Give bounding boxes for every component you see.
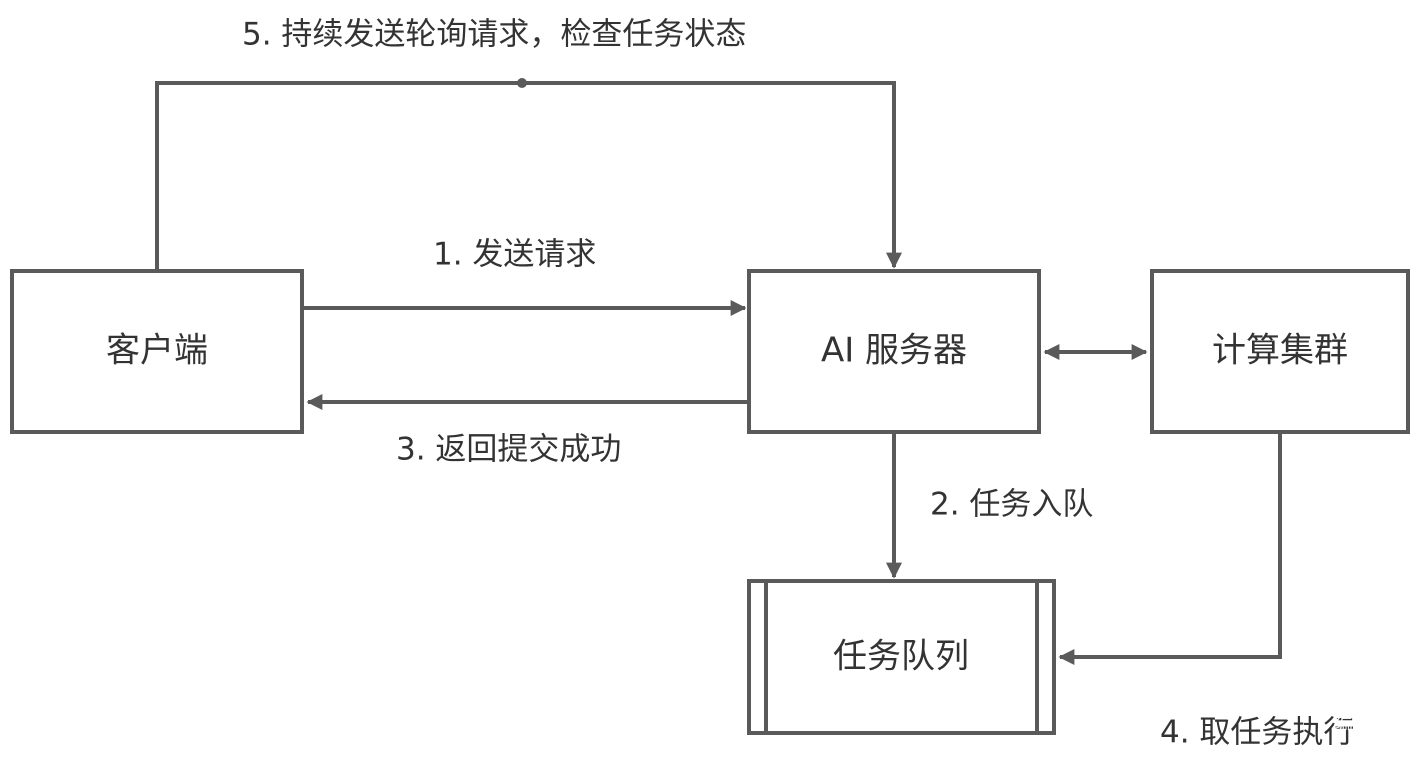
task-queue-node: 任务队列: [747, 579, 1056, 735]
send-request-label: 1. 发送请求: [433, 237, 596, 273]
return-success-label: 3. 返回提交成功: [396, 432, 621, 468]
polling-junction-dot: [517, 78, 527, 88]
client-label: 客户端: [106, 331, 208, 371]
ai-server-node: AI 服务器: [747, 269, 1041, 434]
compute-cluster-node: 计算集群: [1150, 269, 1410, 434]
fetch-execute-arrow: [1058, 434, 1282, 665]
watermark-url: codefather.cn: [1276, 747, 1413, 771]
client-node: 客户端: [10, 269, 304, 434]
fetch-execute-label: 4. 取任务执行: [1160, 715, 1354, 751]
polling-label: 5. 持续发送轮询请求，检查任务状态: [242, 17, 746, 53]
enqueue-label: 2. 任务入队: [930, 487, 1093, 523]
task-queue-label: 任务队列: [833, 637, 969, 677]
compute-cluster-label: 计算集群: [1212, 331, 1348, 371]
watermark-title: 编程导航: [1333, 710, 1413, 734]
ai-server-label: AI 服务器: [821, 331, 967, 371]
